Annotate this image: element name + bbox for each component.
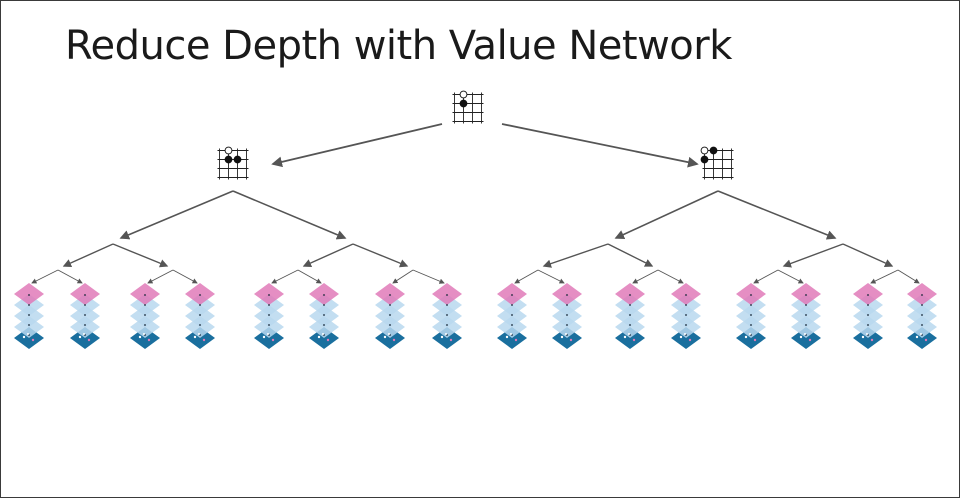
tree-arrow xyxy=(392,269,414,284)
value-network-icon xyxy=(853,283,883,349)
tree-arrow xyxy=(271,123,443,168)
slide-title: Reduce Depth with Value Network xyxy=(65,23,732,69)
black-stone-icon xyxy=(709,146,718,155)
black-stone-icon xyxy=(700,155,709,164)
value-network-icon xyxy=(671,283,701,349)
tree-arrow xyxy=(782,243,844,268)
value-network-icon xyxy=(907,283,937,349)
tree-arrow xyxy=(352,243,409,268)
go-board-icon xyxy=(217,146,249,180)
black-stone-icon xyxy=(224,155,233,164)
black-stone-icon xyxy=(459,99,468,108)
tree-arrow xyxy=(897,269,920,284)
value-network-icon xyxy=(14,283,44,349)
tree-arrow xyxy=(607,243,654,267)
tree-arrow xyxy=(412,269,445,284)
value-network-icon xyxy=(432,283,462,349)
value-network-icon xyxy=(791,283,821,349)
black-stone-icon xyxy=(233,155,242,164)
tree-arrow xyxy=(271,269,299,284)
value-network-icon xyxy=(130,283,160,349)
tree-arrow xyxy=(717,190,837,240)
tree-arrow xyxy=(62,243,114,267)
value-network-icon xyxy=(615,283,645,349)
value-network-icon xyxy=(309,283,339,349)
tree-arrow xyxy=(172,269,198,284)
tree-arrow xyxy=(632,269,659,284)
value-network-icon xyxy=(552,283,582,349)
tree-arrow xyxy=(57,269,83,284)
tree-arrow xyxy=(537,269,565,284)
value-network-icon xyxy=(185,283,215,349)
value-network-icon xyxy=(254,283,284,349)
tree-arrow xyxy=(297,269,322,284)
tree-arrow xyxy=(870,269,899,284)
value-network-icon xyxy=(497,283,527,349)
go-board-icon xyxy=(452,90,484,124)
tree-arrow xyxy=(542,243,609,268)
tree-arrow xyxy=(232,190,347,240)
tree-arrow xyxy=(514,269,539,284)
value-network-icon xyxy=(736,283,766,349)
tree-arrow xyxy=(657,269,684,284)
tree-arrow xyxy=(302,243,354,267)
tree-arrow xyxy=(777,269,804,284)
white-stone-icon xyxy=(459,90,468,99)
tree-arrow xyxy=(614,190,719,240)
tree-arrow xyxy=(112,243,169,268)
go-board-icon xyxy=(700,146,734,180)
tree-arrow xyxy=(842,243,894,267)
white-stone-icon xyxy=(224,146,233,155)
white-stone-icon xyxy=(700,146,709,155)
tree-arrow xyxy=(753,269,779,284)
tree-arrow xyxy=(147,269,174,284)
tree-arrow xyxy=(31,269,59,284)
value-network-icon xyxy=(375,283,405,349)
tree-arrow xyxy=(501,123,699,168)
tree-arrow xyxy=(119,190,234,240)
value-network-icon xyxy=(70,283,100,349)
